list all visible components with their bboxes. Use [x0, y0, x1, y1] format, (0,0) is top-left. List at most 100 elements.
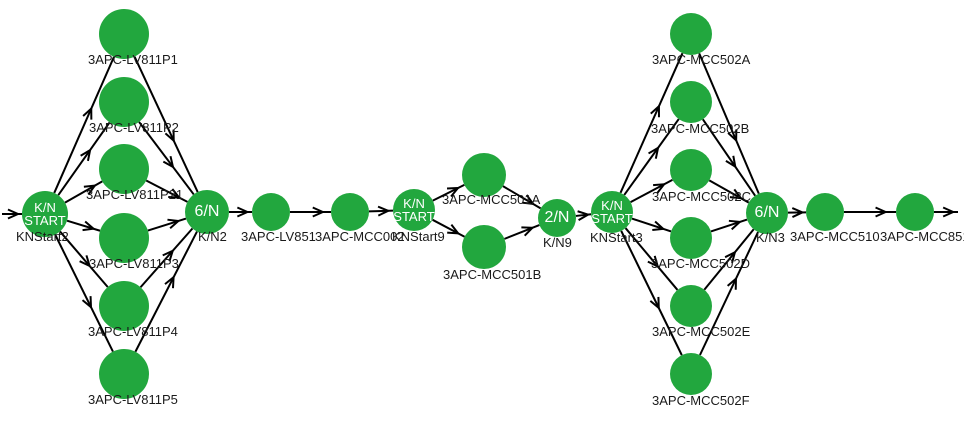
arrowhead-lv811p3-to-kn2: [167, 218, 181, 229]
edge-knstart3-to-mcc502e: [624, 227, 679, 291]
node-label-knstart3: KNStart3: [590, 230, 643, 245]
arrowhead-mcc851-to-exit: [942, 206, 956, 218]
edge-lv811p4-to-kn2: [139, 227, 194, 288]
node-label-kn3: K/N3: [756, 230, 785, 245]
node-label-mcc502b: 3APC-MCC502B: [651, 121, 750, 136]
edge-mcc502e-to-kn3: [703, 228, 755, 291]
arrowhead-knstart2-to-lv811p21: [83, 184, 97, 196]
node-label-lv811p3: 3APC-LV811P3: [89, 256, 179, 271]
arrowhead-mcc502a-to-kn3: [727, 129, 738, 143]
node-label-mcc502e: 3APC-MCC502E: [652, 324, 751, 339]
arrowhead-mcc501a-to-kn9: [522, 194, 536, 206]
arrowhead-knstart3-to-mcc502c: [653, 183, 667, 194]
node-lv811p1[interactable]: [99, 9, 149, 59]
node-mcc502d[interactable]: [670, 217, 712, 259]
node-label-mcc502d: 3APC-MCC502D: [651, 256, 750, 271]
arrowhead-knstart3-to-mcc502e: [647, 255, 660, 269]
node-knstart3-inner-text: K/N START: [591, 198, 633, 226]
node-lv811p3[interactable]: [99, 213, 149, 263]
arrowhead-lv811p4-to-kn2: [162, 248, 175, 262]
node-label-knstart2: KNStart2: [16, 229, 69, 244]
arrowhead-knstart3-to-mcc502d: [652, 220, 666, 231]
arrowhead-knstart9-to-mcc501b: [447, 224, 461, 235]
node-label-lv811p1: 3APC-LV811P1: [88, 52, 178, 67]
node-mcc502f[interactable]: [670, 353, 712, 395]
node-kn3[interactable]: 6/N: [746, 192, 788, 234]
edge-mcc502b-to-kn3: [702, 118, 756, 197]
node-label-knstart9: KNStart9: [392, 229, 445, 244]
arrowhead-mcc502f-to-kn3: [726, 276, 738, 290]
arrowhead-mcc502d-to-kn3: [728, 219, 743, 231]
node-label-mcc502c: 3APC-MCC502C: [652, 189, 751, 204]
edge-mcc502f-to-kn3: [699, 231, 759, 356]
node-mcc502e[interactable]: [670, 285, 712, 327]
edge-knstart3-to-mcc502f: [620, 230, 683, 356]
node-label-mcc851: 3APC-MCC851: [880, 229, 964, 244]
edge-mcc502a-to-kn3: [698, 52, 760, 195]
arrowhead-kn3-to-mcc510: [791, 207, 805, 218]
node-label-lv851: 3APC-LV851: [241, 229, 316, 244]
node-kn2-inner-text: 6/N: [194, 203, 220, 220]
arrowhead-knstart2-to-lv811p4: [79, 255, 92, 268]
node-lv811p5[interactable]: [99, 349, 149, 399]
node-kn9[interactable]: 2/N: [538, 199, 576, 237]
node-mcc510[interactable]: [806, 193, 844, 231]
node-label-mcc002: 3APC-MCC002: [315, 229, 405, 244]
edge-lv811p2-to-kn2: [138, 121, 195, 196]
arrowhead-mcc510-to-mcc851: [875, 206, 889, 218]
node-mcc502c[interactable]: [670, 149, 712, 191]
node-kn9-inner-text: 2/N: [544, 209, 570, 226]
node-label-mcc502a: 3APC-MCC502A: [652, 52, 751, 67]
node-label-kn9: K/N9: [543, 235, 572, 250]
node-knstart3[interactable]: K/N START: [591, 191, 633, 233]
arrowhead-knstart9-to-mcc501a: [446, 186, 461, 198]
edge-lv811p5-to-kn2: [134, 231, 198, 353]
node-mcc002[interactable]: [331, 193, 369, 231]
arrowhead-mcc502b-to-kn3: [725, 155, 737, 169]
edge-knstart2-to-lv811p5: [54, 234, 114, 353]
node-label-lv811p2: 3APC-LV811P2: [89, 120, 179, 135]
edge-knstart2-to-lv811p4: [59, 230, 109, 288]
arrowhead-lv851-to-mcc002: [312, 206, 326, 218]
arrowhead-lv811p1-to-kn2: [164, 129, 175, 143]
node-kn3-inner-text: 6/N: [754, 204, 780, 221]
edge-knstart3-to-mcc502b: [623, 118, 680, 196]
arrowhead-lv811p5-to-kn2: [164, 275, 175, 289]
node-mcc501a[interactable]: [462, 153, 506, 197]
node-mcc501b[interactable]: [462, 225, 506, 269]
edge-knstart2-to-lv811p1: [53, 56, 115, 194]
arrowhead-kn9-to-knstart3: [577, 210, 591, 222]
node-label-lv811p5: 3APC-LV811P5: [88, 392, 178, 407]
node-label-mcc501b: 3APC-MCC501B: [443, 267, 542, 282]
node-mcc851[interactable]: [896, 193, 934, 231]
arrowhead-entry-to-knstart2: [7, 208, 21, 220]
arrowhead-knstart2-to-lv811p1: [82, 106, 93, 120]
node-lv811p2[interactable]: [99, 77, 149, 127]
node-lv811p21[interactable]: [99, 144, 149, 194]
arrowhead-knstart2-to-lv811p2: [80, 148, 92, 162]
edge-knstart3-to-mcc502a: [619, 52, 684, 194]
node-lv851[interactable]: [252, 193, 290, 231]
node-label-mcc510: 3APC-MCC510: [790, 229, 880, 244]
node-label-lv811p4: 3APC-LV811P4: [88, 324, 178, 339]
arrowhead-knstart3-to-mcc502b: [648, 145, 660, 159]
arrowhead-mcc501b-to-kn9: [521, 226, 535, 237]
node-mcc502a[interactable]: [670, 13, 712, 55]
node-kn2[interactable]: 6/N: [185, 190, 229, 234]
node-lv811p4[interactable]: [99, 281, 149, 331]
arrowhead-knstart2-to-lv811p5: [81, 296, 93, 310]
arrowhead-mcc002-to-knstart9: [377, 205, 391, 217]
arrowhead-lv811p21-to-kn2: [168, 188, 182, 199]
node-knstart9-inner-text: K/N START: [393, 196, 435, 224]
node-label-mcc501a: 3APC-MCC501A: [442, 192, 541, 207]
node-label-mcc502f: 3APC-MCC502F: [652, 393, 750, 408]
node-label-kn2: K/N2: [198, 229, 227, 244]
edge-lv811p1-to-kn2: [133, 56, 199, 193]
arrowhead-kn2-to-lv851: [236, 206, 250, 218]
node-mcc502b[interactable]: [670, 81, 712, 123]
node-knstart9[interactable]: K/N START: [393, 189, 435, 231]
node-knstart2-inner-text: K/N START: [24, 200, 66, 228]
